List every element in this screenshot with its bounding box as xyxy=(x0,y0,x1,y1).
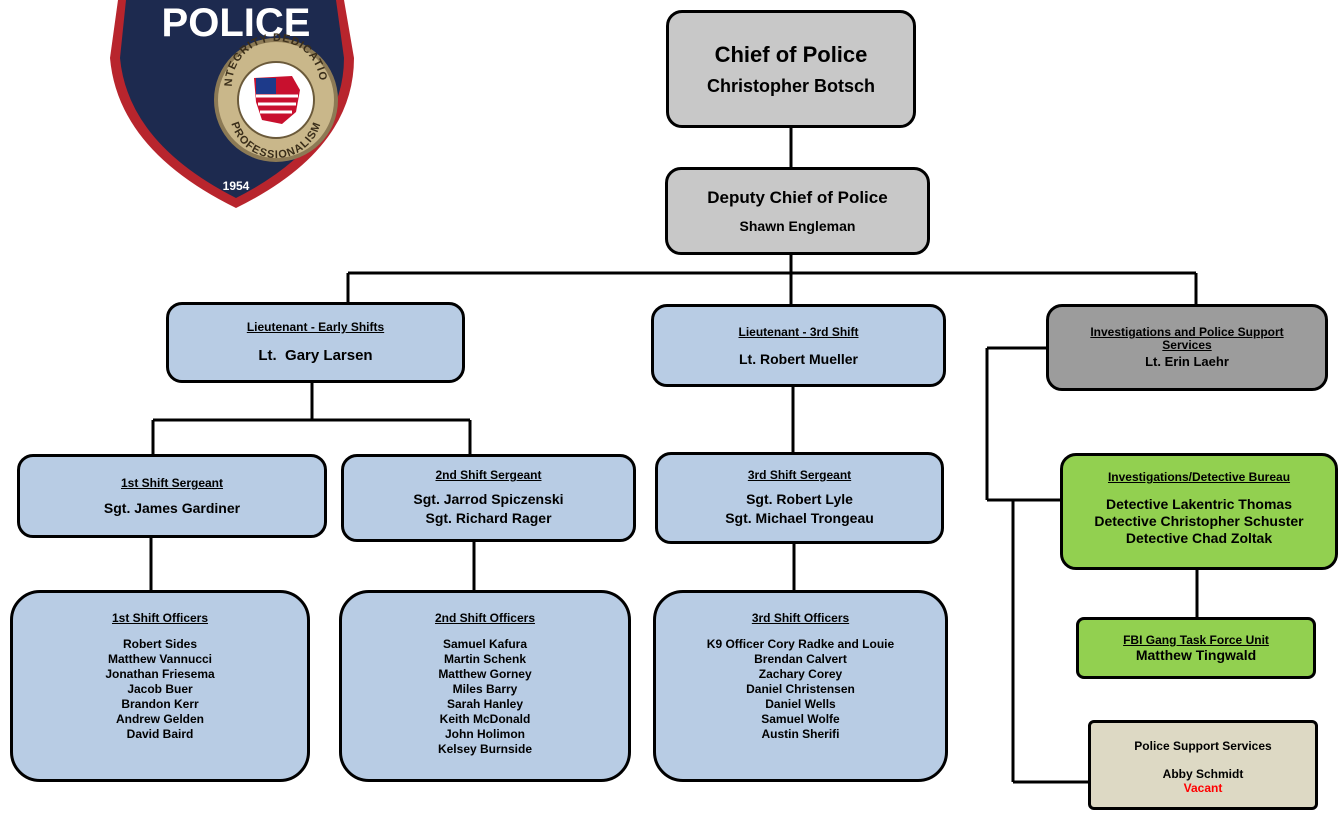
sgt2-box: 2nd Shift Sergeant Sgt. Jarrod Spiczensk… xyxy=(341,454,636,542)
officers1-name: Andrew Gelden xyxy=(115,712,204,726)
officers3-name: K9 Officer Cory Radke and Louie xyxy=(706,637,895,651)
officers2-name: Samuel Kafura xyxy=(442,637,527,651)
officers3-name: Samuel Wolfe xyxy=(761,712,840,726)
lt-early-name: Lt. Gary Larsen xyxy=(258,347,373,364)
deputy-title: Deputy Chief of Police xyxy=(707,188,888,207)
support-title: Police Support Services xyxy=(1134,739,1272,753)
officers3-name: Zachary Corey xyxy=(758,667,843,681)
sgt3-name-1: Sgt. Robert Lyle xyxy=(746,491,853,507)
badge-year: 1954 xyxy=(223,179,250,193)
officers1-name: Jacob Buer xyxy=(127,682,193,696)
officers2-title: 2nd Shift Officers xyxy=(434,611,535,625)
support-box: Police Support Services Abby Schmidt Vac… xyxy=(1088,720,1318,810)
officers1-name: Jonathan Friesema xyxy=(105,667,215,681)
fbi-title: FBI Gang Task Force Unit xyxy=(1123,633,1269,647)
chief-name: Christopher Botsch xyxy=(706,75,875,96)
sgt2-title: 2nd Shift Sergeant xyxy=(435,468,542,482)
officers1-title: 1st Shift Officers xyxy=(111,611,209,625)
officers3-name: Daniel Wells xyxy=(765,697,836,711)
officers1-name: David Baird xyxy=(126,727,194,741)
sgt1-box: 1st Shift Sergeant Sgt. James Gardiner xyxy=(17,454,327,538)
investigations-title: Investigations and Police Support Servic… xyxy=(1090,325,1284,352)
officers1-name: Robert Sides xyxy=(122,637,197,651)
deputy-name: Shawn Engleman xyxy=(739,218,856,234)
officers3-title: 3rd Shift Officers xyxy=(751,611,850,625)
fbi-name: Matthew Tingwald xyxy=(1135,647,1257,663)
officers3-box: 3rd Shift Officers K9 Officer Cory Radke… xyxy=(653,590,948,782)
detective-box: Investigations/Detective Bureau Detectiv… xyxy=(1060,453,1338,570)
officers3-name: Austin Sherifi xyxy=(761,727,840,741)
investigations-name: Lt. Erin Laehr xyxy=(1145,354,1229,369)
officers1-box: 1st Shift Officers Robert Sides Matthew … xyxy=(10,590,310,782)
sgt3-name-2: Sgt. Michael Trongeau xyxy=(725,510,874,526)
lt-early-title: Lieutenant - Early Shifts xyxy=(246,320,385,334)
lt-third-title: Lieutenant - 3rd Shift xyxy=(738,324,859,339)
sgt2-name-2: Sgt. Richard Rager xyxy=(425,510,552,526)
detective-name: Detective Lakentric Thomas xyxy=(1106,496,1292,512)
officers2-name: Sarah Hanley xyxy=(446,697,524,711)
officers2-name: John Holimon xyxy=(444,727,525,741)
detective-name: Detective Chad Zoltak xyxy=(1125,530,1273,546)
officers2-name: Miles Barry xyxy=(452,682,518,696)
police-badge-logo: POLICE INTEGRITY DEDICATION PROFESSIONAL… xyxy=(96,0,354,208)
officers2-box: 2nd Shift Officers Samuel Kafura Martin … xyxy=(339,590,631,782)
officers2-name: Kelsey Burnside xyxy=(437,742,533,756)
lt-third-box: Lieutenant - 3rd Shift Lt. Robert Muelle… xyxy=(651,304,946,387)
officers1-name: Brandon Kerr xyxy=(121,697,199,711)
detective-name: Detective Christopher Schuster xyxy=(1094,513,1304,529)
chief-title: Chief of Police xyxy=(714,41,868,67)
sgt1-title: 1st Shift Sergeant xyxy=(120,476,224,490)
sgt3-title: 3rd Shift Sergeant xyxy=(747,468,852,482)
officers3-name: Daniel Christensen xyxy=(746,682,855,696)
deputy-box: Deputy Chief of Police Shawn Engleman xyxy=(665,167,930,255)
officers1-name: Matthew Vannucci xyxy=(107,652,213,666)
officers3-name: Brendan Calvert xyxy=(754,652,847,666)
lt-third-name: Lt. Robert Mueller xyxy=(738,350,858,367)
chief-box: Chief of Police Christopher Botsch xyxy=(666,10,916,128)
officers2-name: Martin Schenk xyxy=(443,652,526,666)
sgt2-name-1: Sgt. Jarrod Spiczenski xyxy=(413,491,564,507)
fbi-box: FBI Gang Task Force Unit Matthew Tingwal… xyxy=(1076,617,1316,679)
officers2-name: Matthew Gorney xyxy=(438,667,532,681)
support-name: Abby Schmidt xyxy=(1162,767,1244,781)
detective-title: Investigations/Detective Bureau xyxy=(1107,470,1291,484)
sgt1-name: Sgt. James Gardiner xyxy=(103,500,241,516)
officers2-name: Keith McDonald xyxy=(439,712,531,726)
lt-early-box: Lieutenant - Early Shifts Lt. Gary Larse… xyxy=(166,302,465,383)
badge-text: POLICE xyxy=(162,1,311,45)
support-vacant: Vacant xyxy=(1183,781,1223,795)
sgt3-box: 3rd Shift Sergeant Sgt. Robert Lyle Sgt.… xyxy=(655,452,944,544)
investigations-box: Investigations and Police Support Servic… xyxy=(1046,304,1328,391)
